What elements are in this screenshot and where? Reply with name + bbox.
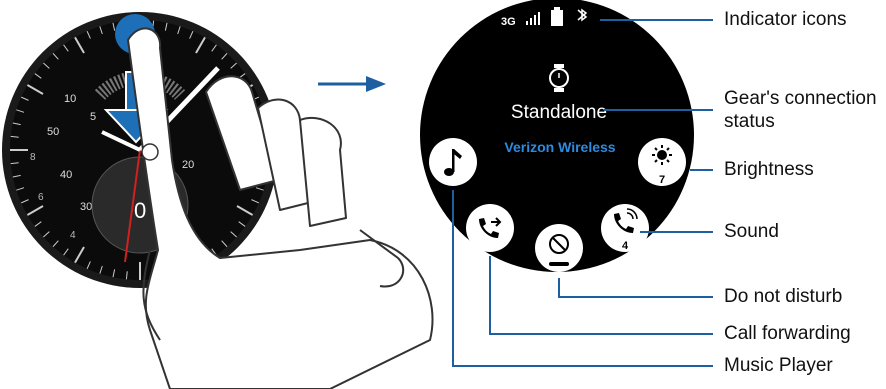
sound-value: 4	[622, 240, 629, 252]
leader-do-not-disturb	[559, 278, 713, 297]
bezel-number: 30	[80, 201, 92, 213]
inner-digit: 8	[30, 152, 36, 163]
bezel-number: 20	[182, 159, 194, 171]
callout-sound: Sound	[724, 221, 779, 243]
finger-tip-icon	[142, 144, 158, 160]
callout-brightness: Brightness	[724, 159, 814, 181]
callout-connection-status-line1: Gear's connection	[724, 88, 877, 110]
music-player-button[interactable]	[429, 138, 477, 186]
sound-button[interactable]: 4	[601, 204, 649, 252]
left-watch: 10 50 40 30 20 5 8 6 4 0	[2, 12, 433, 389]
inner-digit: 4	[70, 230, 76, 241]
callout-connection-status-line2: status	[724, 111, 775, 133]
callout-call-forwarding: Call forwarding	[724, 323, 851, 345]
bezel-number: 10	[64, 93, 76, 105]
carrier-name: Verizon Wireless	[504, 139, 615, 155]
brightness-value: 7	[659, 174, 665, 186]
brightness-icon	[652, 145, 672, 165]
brightness-button[interactable]: 7	[638, 138, 686, 186]
transition-arrow-icon	[318, 76, 386, 92]
bezel-number: 5	[90, 111, 96, 123]
bezel-number: 50	[47, 126, 59, 138]
do-not-disturb-button[interactable]	[535, 224, 583, 272]
dnd-indicator-bar	[549, 262, 569, 266]
sub-dial-value: 0	[134, 198, 146, 223]
network-type-label: 3G	[501, 16, 516, 28]
callout-music-player: Music Player	[724, 355, 833, 377]
callout-do-not-disturb: Do not disturb	[724, 286, 842, 308]
connection-status-text: Standalone	[511, 102, 607, 123]
bezel-number: 40	[60, 169, 72, 181]
callout-indicator-icons: Indicator icons	[724, 9, 847, 31]
inner-digit: 6	[38, 192, 44, 203]
call-forwarding-button[interactable]	[466, 204, 514, 252]
